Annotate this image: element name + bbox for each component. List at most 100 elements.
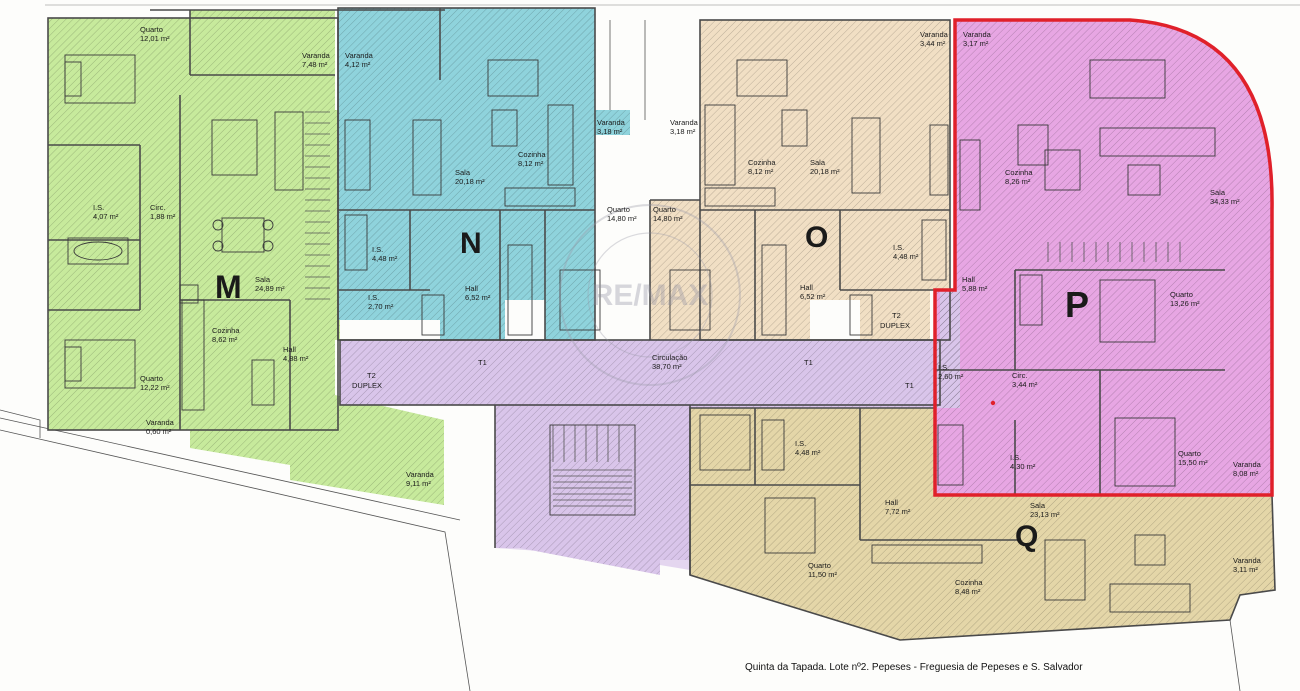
room-name: Varanda (670, 118, 699, 127)
room-name: Varanda (1233, 460, 1262, 469)
unit-label-o: O (805, 221, 828, 254)
room-name: Quarto (653, 205, 676, 214)
room-area: 34,33 m² (1210, 197, 1240, 206)
typology-tag: DUPLEX (880, 321, 910, 330)
room-area: 12,22 m² (140, 383, 170, 392)
room-name: Sala (1030, 501, 1046, 510)
typology-tag: T1 (905, 381, 914, 390)
room-name: Varanda (1233, 556, 1262, 565)
room-name: I.S. (795, 439, 806, 448)
room-name: Quarto (808, 561, 831, 570)
room-area: 2,60 m² (938, 372, 964, 381)
room-name: Varanda (963, 30, 992, 39)
room-area: 4,48 m² (893, 252, 919, 261)
room-name: Circ. (1012, 371, 1027, 380)
room-name: Hall (885, 498, 898, 507)
room-area: 12,01 m² (140, 34, 170, 43)
room-name: Sala (255, 275, 271, 284)
room-label: Circ.1,88 m² (150, 203, 176, 221)
room-label: I.S.4,48 m² (795, 439, 821, 457)
room-area: 4,12 m² (345, 60, 371, 69)
room-area: 7,72 m² (885, 507, 911, 516)
room-name: Hall (962, 275, 975, 284)
room-name: Circulação (652, 353, 687, 362)
room-area: 7,48 m² (302, 60, 328, 69)
room-name: Hall (283, 345, 296, 354)
room-area: 3,17 m² (963, 39, 989, 48)
room-area: 20,18 m² (810, 167, 840, 176)
room-name: Hall (800, 283, 813, 292)
room-name: Quarto (140, 25, 163, 34)
typology-tag: DUPLEX (352, 381, 382, 390)
room-area: 5,88 m² (962, 284, 988, 293)
watermark: RE/MAX (559, 204, 741, 386)
room-name: Quarto (1178, 449, 1201, 458)
room-name: I.S. (93, 203, 104, 212)
red-marker-dot (990, 400, 996, 406)
room-area: 3,18 m² (597, 127, 623, 136)
room-area: 9,11 m² (406, 479, 431, 488)
room-name: Varanda (146, 418, 175, 427)
room-name: Hall (465, 284, 478, 293)
room-label: I.S.4,48 m² (893, 243, 919, 261)
room-name: Varanda (302, 51, 331, 60)
room-area: 4,88 m² (283, 354, 309, 363)
room-name: Circ. (150, 203, 165, 212)
room-area: 4,30 m² (1010, 462, 1036, 471)
room-name: Varanda (345, 51, 374, 60)
room-label: I.S.4,48 m² (372, 245, 398, 263)
room-name: Varanda (406, 470, 435, 479)
typology-tag: T2 (892, 311, 901, 320)
typology-tag: T1 (804, 358, 813, 367)
room-area: 8,62 m² (212, 335, 238, 344)
room-area: 8,08 m² (1233, 469, 1259, 478)
room-area: 3,44 m² (1012, 380, 1038, 389)
unit-label-q: Q (1015, 520, 1038, 553)
room-area: 4,07 m² (93, 212, 119, 221)
room-name: I.S. (372, 245, 383, 254)
room-name: Cozinha (212, 326, 240, 335)
room-name: Varanda (920, 30, 949, 39)
room-area: 6,52 m² (465, 293, 491, 302)
room-area: 14,80 m² (653, 214, 683, 223)
room-area: 4,48 m² (795, 448, 821, 457)
room-area: 15,50 m² (1178, 458, 1208, 467)
room-name: Sala (455, 168, 471, 177)
stairs (305, 111, 1181, 507)
room-area: 2,70 m² (368, 302, 394, 311)
room-area: 24,89 m² (255, 284, 285, 293)
room-name: I.S. (368, 293, 379, 302)
room-name: Sala (1210, 188, 1226, 197)
unit-p-highlight (933, 18, 1274, 497)
room-area: 3,18 m² (670, 127, 696, 136)
room-area: 38,70 m² (652, 362, 682, 371)
room-area: 11,50 m² (808, 570, 838, 579)
room-label: I.S.4,07 m² (93, 203, 119, 221)
room-name: I.S. (893, 243, 904, 252)
room-name: Varanda (597, 118, 626, 127)
room-label: I.S.2,60 m² (938, 363, 964, 381)
room-area: 14,80 m² (607, 214, 637, 223)
